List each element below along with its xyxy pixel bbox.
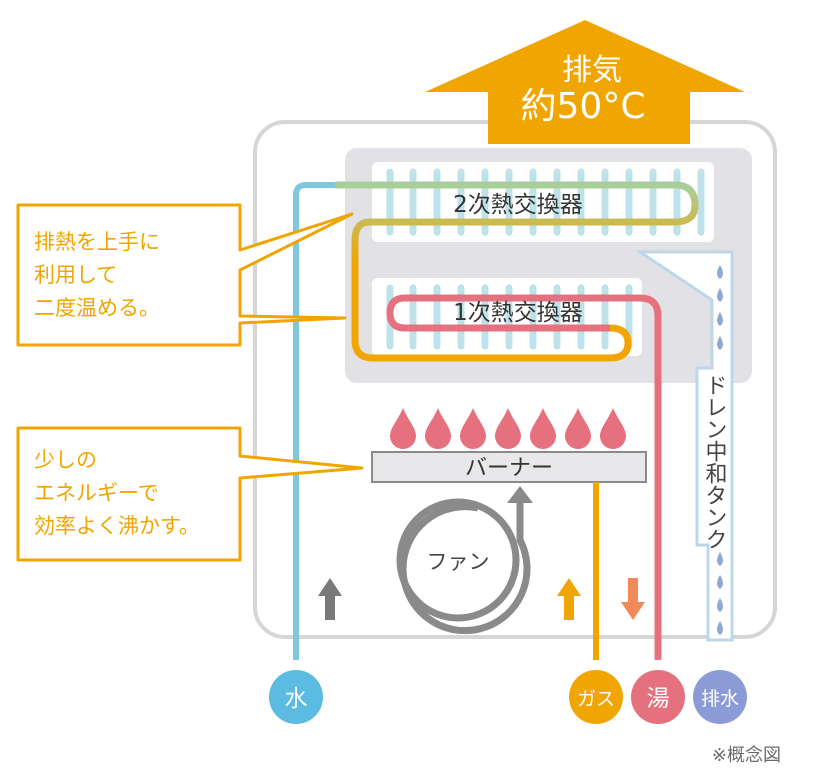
water-port-label: 水: [285, 686, 308, 712]
drain-port-label: 排水: [701, 688, 739, 710]
callout-efficiency-line-2: エネルギーで: [34, 481, 159, 505]
drain-tank-label: ドレン中和タンク: [702, 374, 728, 550]
hot-water-port-badge: 湯: [631, 670, 685, 724]
callout-heat-reuse-line-3: 二度温める。: [34, 296, 160, 320]
exhaust-arrow: 排気 約50°C: [425, 20, 745, 144]
primary-exchanger-label: 1次熱交換器: [453, 300, 583, 326]
heat-coil-pipe: [335, 181, 699, 362]
secondary-exchanger-label: 2次熱交換器: [453, 192, 583, 218]
exhaust-temperature: 約50°C: [521, 86, 646, 127]
callout-heat-reuse-line-1: 排熱を上手に: [34, 230, 160, 254]
conceptual-diagram-note: ※概念図: [711, 745, 781, 766]
callout-heat-reuse-text: 排熱を上手に 利用して 二度温める。: [34, 226, 160, 325]
water-port-badge: 水: [269, 670, 323, 724]
gas-port-badge: ガス: [569, 670, 623, 724]
callout-efficiency-text: 少しの エネルギーで 効率よく沸かす。: [34, 444, 200, 543]
drain-funnel: [635, 250, 734, 642]
callout-heat-reuse: [16, 203, 354, 347]
drain-droplets: [717, 265, 723, 635]
exhaust-label: 排気: [562, 53, 622, 88]
callout-heat-reuse-line-2: 利用して: [34, 263, 118, 287]
fan-label: ファン: [427, 550, 490, 574]
drain-port-badge: 排水: [693, 670, 747, 724]
hot-water-port-label: 湯: [647, 686, 670, 712]
hot-water-coil-pipe: [386, 294, 662, 660]
callout-efficiency: [16, 426, 364, 562]
gas-inflow-arrow: [557, 578, 581, 620]
callout-efficiency-line-1: 少しの: [34, 448, 97, 472]
water-pipe: [293, 182, 360, 660]
burner-flames: [390, 408, 626, 449]
gas-port-label: ガス: [577, 688, 615, 710]
burner-bar: [371, 451, 647, 483]
callout-efficiency-line-3: 効率よく沸かす。: [34, 514, 200, 538]
burner-label: バーナー: [465, 456, 553, 481]
hot-water-outflow-arrow: [621, 578, 645, 620]
air-intake-arrow: [318, 578, 342, 620]
fan: ファン: [396, 486, 533, 635]
